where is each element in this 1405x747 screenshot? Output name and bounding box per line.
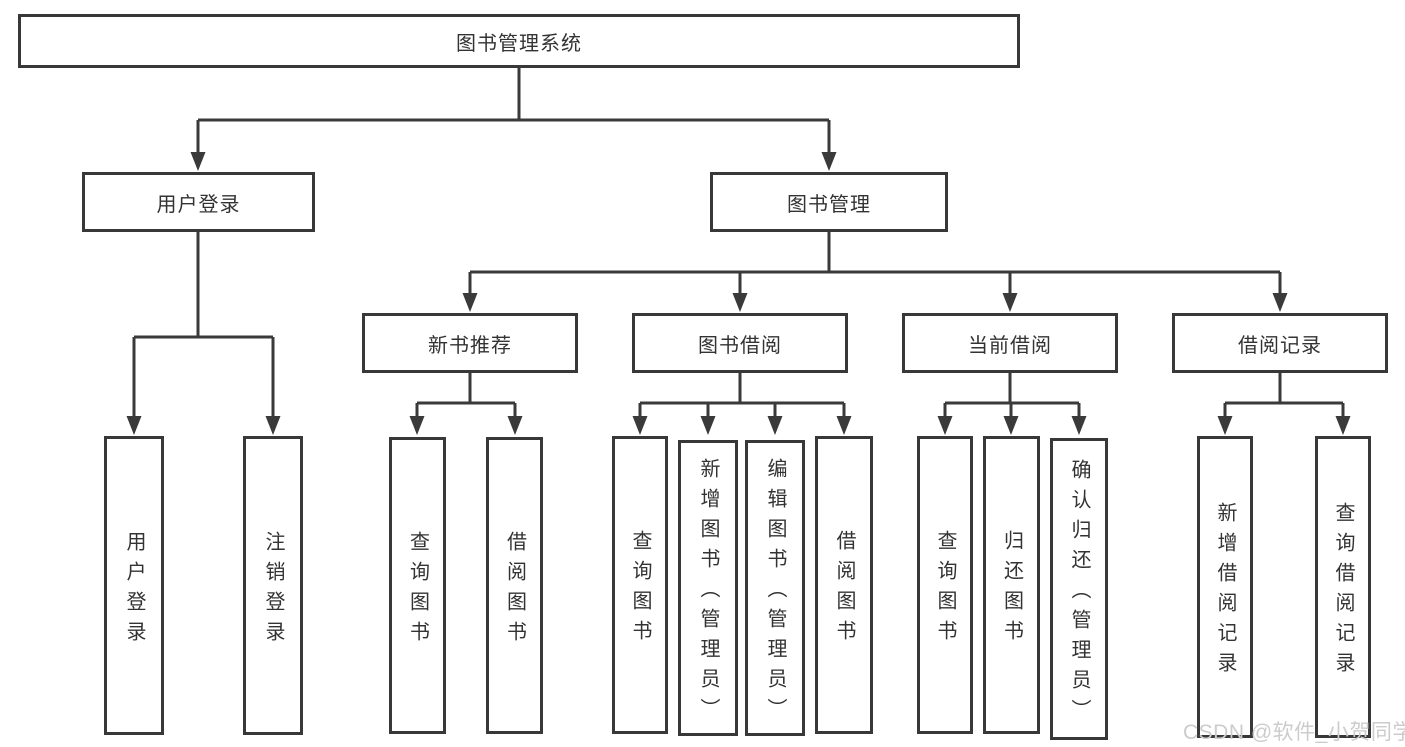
- node-label: 新增图书（管理员）: [697, 458, 719, 728]
- leaf-query-books-borrowing: 查询图书: [612, 436, 668, 734]
- leaf-add-books-admin: 新增图书（管理员）: [678, 440, 738, 736]
- node-label: 借阅图书: [503, 530, 526, 651]
- node-current-borrowing: 当前借阅: [902, 313, 1118, 373]
- node-label: 确认归还（管理员）: [1068, 459, 1090, 729]
- node-book-management: 图书管理: [710, 172, 948, 232]
- leaf-edit-books-admin: 编辑图书（管理员）: [745, 440, 805, 736]
- node-label: 当前借阅: [968, 334, 1052, 357]
- node-label: 图书管理: [787, 193, 871, 216]
- leaf-return-books: 归还图书: [983, 436, 1040, 734]
- leaf-query-books-recommend: 查询图书: [389, 437, 446, 734]
- csdn-watermark: CSDN @软件_小贺同学: [1183, 721, 1405, 744]
- leaf-query-borrow-record: 查询借阅记录: [1315, 436, 1371, 738]
- node-book-borrowing: 图书借阅: [632, 313, 848, 373]
- node-label: 查询图书: [934, 530, 956, 650]
- node-label: 查询图书: [629, 530, 651, 650]
- node-label: 归还图书: [1000, 530, 1023, 650]
- node-label: 用户登录: [156, 193, 241, 216]
- node-label: 借阅记录: [1238, 334, 1322, 357]
- leaf-borrow-books-recommend: 借阅图书: [486, 437, 543, 734]
- leaf-user-login: 用户登录: [104, 436, 164, 735]
- node-label: 新书推荐: [428, 334, 512, 357]
- node-label: 注销登录: [262, 530, 284, 651]
- node-new-book-recommendation: 新书推荐: [362, 313, 578, 373]
- node-library-management-system: 图书管理系统: [18, 14, 1020, 68]
- node-label: 借阅图书: [833, 530, 855, 650]
- node-label: 图书借阅: [698, 334, 782, 357]
- leaf-add-borrow-record: 新增借阅记录: [1197, 436, 1253, 738]
- node-label: 新增借阅记录: [1214, 502, 1236, 682]
- leaf-confirm-return-admin: 确认归还（管理员）: [1050, 438, 1108, 740]
- node-label: 查询借阅记录: [1332, 502, 1354, 682]
- node-label: 编辑图书（管理员）: [764, 458, 786, 728]
- node-user-login-group: 用户登录: [82, 172, 315, 232]
- node-label: 用户登录: [123, 530, 145, 651]
- leaf-borrow-books-borrowing: 借阅图书: [815, 436, 873, 734]
- node-label: 查询图书: [406, 530, 429, 651]
- tree-edges: [132, 68, 1345, 419]
- leaf-query-books-current: 查询图书: [917, 436, 973, 734]
- node-borrowing-records: 借阅记录: [1172, 313, 1388, 373]
- node-label: 图书管理系统: [456, 32, 582, 55]
- leaf-logout: 注销登录: [243, 436, 303, 735]
- arrowheads: [126, 152, 1351, 435]
